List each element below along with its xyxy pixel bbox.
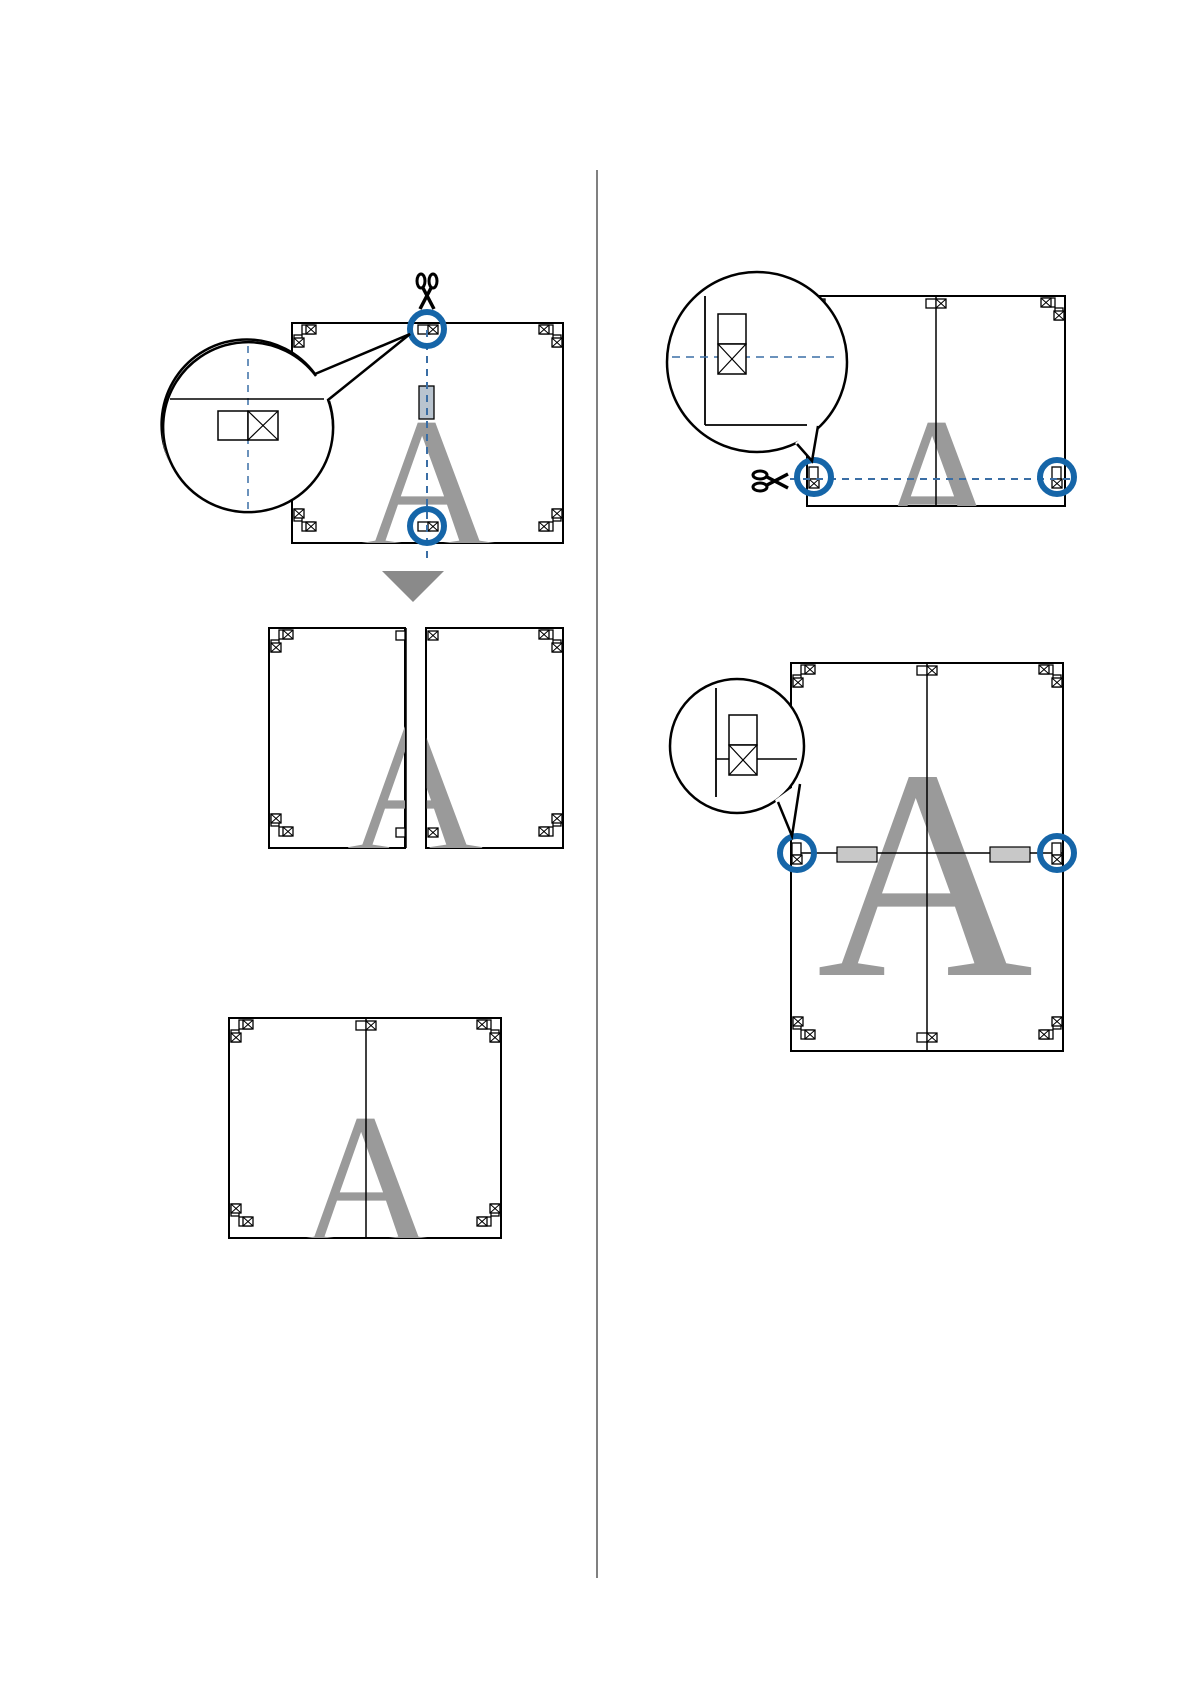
letter-a-glyph: A [869,380,1006,590]
figure-1-cut-top-sheet: A [162,274,563,590]
tape-strip-icon [990,847,1030,862]
zoom-callout [670,679,804,836]
scissors-icon [417,274,437,309]
figure-3-joined-sheets: A [229,1018,501,1286]
figure-5-four-sheet-poster: A [670,663,1074,1051]
down-arrow-icon [382,571,444,602]
scissors-icon [753,471,788,491]
figure-2-separated-sheets: A A [269,628,563,894]
figure-4-cut-bottom-edge: A [667,272,1074,590]
tape-strip-icon [837,847,877,862]
letter-a-glyph: A [298,1076,435,1286]
letter-a-glyph: A [817,708,1034,1040]
